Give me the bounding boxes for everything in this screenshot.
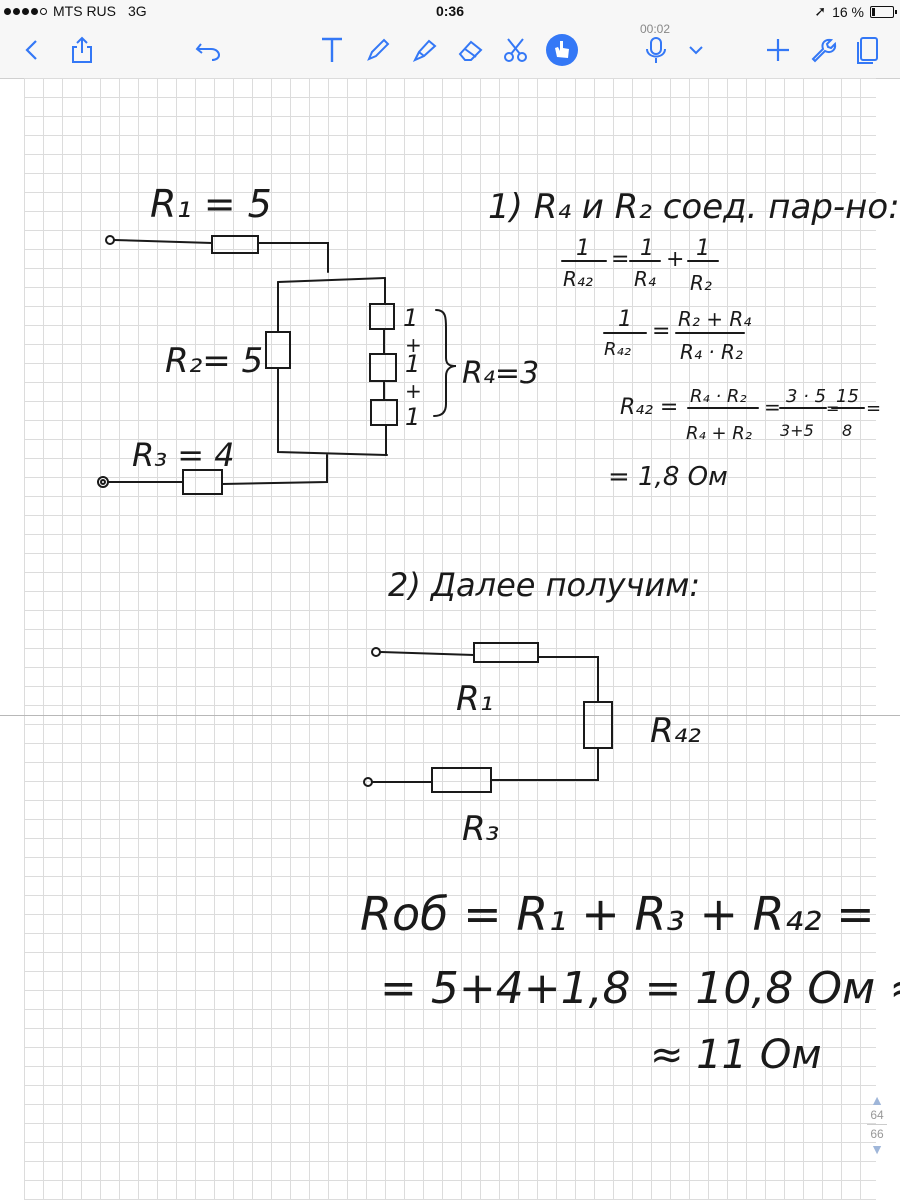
- f3-lhs: R₄₂ =: [620, 395, 678, 420]
- step1-title: 1) R₄ и R₂ соед. пар-но:: [488, 187, 900, 227]
- clock: 0:36: [435, 3, 465, 19]
- battery-icon: [870, 5, 897, 18]
- f1-lhs-num: 1: [576, 236, 590, 261]
- brace: [433, 309, 457, 417]
- microphone-icon[interactable]: [638, 32, 674, 68]
- hand-icon[interactable]: [544, 32, 580, 68]
- r4-part: 1: [403, 304, 418, 332]
- location-icon: ➚: [814, 3, 827, 19]
- f1-b-num: 1: [696, 236, 710, 261]
- wire: [113, 239, 213, 244]
- f2-lhs-den: R₄₂: [604, 339, 631, 360]
- resistor-r2: [265, 331, 291, 369]
- resistor-r42: [583, 701, 613, 749]
- toolbar: 00:02: [0, 22, 900, 79]
- f3-eq3: =: [866, 398, 881, 419]
- resistor-r3-b: [431, 767, 492, 793]
- resistor-r4b: [369, 353, 397, 382]
- f3-num: R₄ · R₂: [690, 386, 747, 407]
- f2-lhs-num: 1: [618, 307, 632, 332]
- page-top-number: 64: [870, 1108, 884, 1122]
- resistor-r1: [211, 235, 259, 254]
- f1-a-den: R₄: [634, 267, 656, 291]
- f1-plus: +: [666, 247, 684, 272]
- pager-divider: [867, 1124, 887, 1125]
- total-line-3: ≈ 11 Ом: [650, 1032, 822, 1078]
- pages-icon[interactable]: [850, 32, 886, 68]
- f2-num: R₂ + R₄: [678, 307, 751, 331]
- f3-num2: 3 · 5: [786, 386, 826, 407]
- f3-den3: 8: [842, 421, 852, 440]
- notebook-page[interactable]: [24, 78, 876, 1200]
- f3-eq1: =: [764, 395, 781, 419]
- r4-part: 1: [405, 350, 420, 378]
- chevron-down-icon[interactable]: [678, 32, 714, 68]
- f3-num3: 15: [836, 386, 859, 407]
- page-down-icon[interactable]: ▼: [870, 1141, 884, 1157]
- network-label: 3G: [128, 3, 147, 19]
- f1-b-den: R₂: [690, 271, 712, 295]
- highlighter-icon[interactable]: [406, 32, 442, 68]
- pen-icon[interactable]: [360, 32, 396, 68]
- share-icon[interactable]: [64, 32, 100, 68]
- label-r2: R₂= 5: [165, 341, 263, 381]
- f3-den: R₄ + R₂: [686, 423, 752, 444]
- add-icon[interactable]: [760, 32, 796, 68]
- r4-plus: +: [405, 379, 422, 403]
- wrench-icon[interactable]: [804, 32, 840, 68]
- status-right: ➚ 16 %: [814, 3, 897, 20]
- page-navigator: ▲ 64 66 ▼: [862, 1092, 892, 1157]
- f1-a-num: 1: [640, 236, 654, 261]
- label-r4: R₄=3: [462, 356, 539, 391]
- terminal-a: [105, 235, 115, 245]
- f2-den: R₄ · R₂: [680, 340, 743, 364]
- signal-icon: [4, 7, 47, 15]
- page-bottom-number: 66: [870, 1127, 884, 1141]
- undo-icon[interactable]: [190, 32, 226, 68]
- label-r1-b: R₁: [456, 679, 493, 719]
- f1-lhs-den: R₄₂: [563, 267, 593, 291]
- label-r3: R₃ = 4: [132, 436, 235, 474]
- f3-den2: 3+5: [780, 421, 814, 440]
- label-r1: R₁ = 5: [150, 182, 272, 226]
- r4-part: 1: [405, 403, 420, 431]
- page-separator: [0, 715, 900, 716]
- text-tool-icon[interactable]: [314, 32, 350, 68]
- battery-percent: 16 %: [832, 3, 864, 20]
- resistor-r1-b: [473, 642, 539, 663]
- status-left: MTS RUS 3G: [4, 3, 147, 19]
- page-up-icon[interactable]: ▲: [870, 1092, 884, 1108]
- recording-timer: 00:02: [639, 22, 671, 36]
- f2-eq: =: [652, 319, 670, 344]
- f1-eq: =: [611, 247, 629, 272]
- total-line-2: = 5+4+1,8 = 10,8 Ом ≈: [380, 963, 900, 1014]
- eraser-icon[interactable]: [452, 32, 488, 68]
- carrier-label: MTS RUS: [53, 3, 116, 19]
- r4-plus: +: [405, 333, 422, 357]
- label-r42: R₄₂: [650, 711, 701, 751]
- total-line-1: Rоб = R₁ + R₃ + R₄₂ =: [360, 887, 875, 941]
- status-bar: MTS RUS 3G 0:36 ➚ 16 %: [0, 0, 900, 22]
- label-r3-b: R₃: [462, 809, 499, 849]
- f3-result: = 1,8 Ом: [608, 462, 728, 492]
- resistor-r4a: [369, 303, 395, 330]
- back-icon[interactable]: [14, 32, 50, 68]
- resistor-r4c: [370, 399, 398, 426]
- scissors-icon[interactable]: [498, 32, 534, 68]
- step2-title: 2) Далее получим:: [388, 566, 700, 604]
- f3-eq2: =: [826, 399, 839, 418]
